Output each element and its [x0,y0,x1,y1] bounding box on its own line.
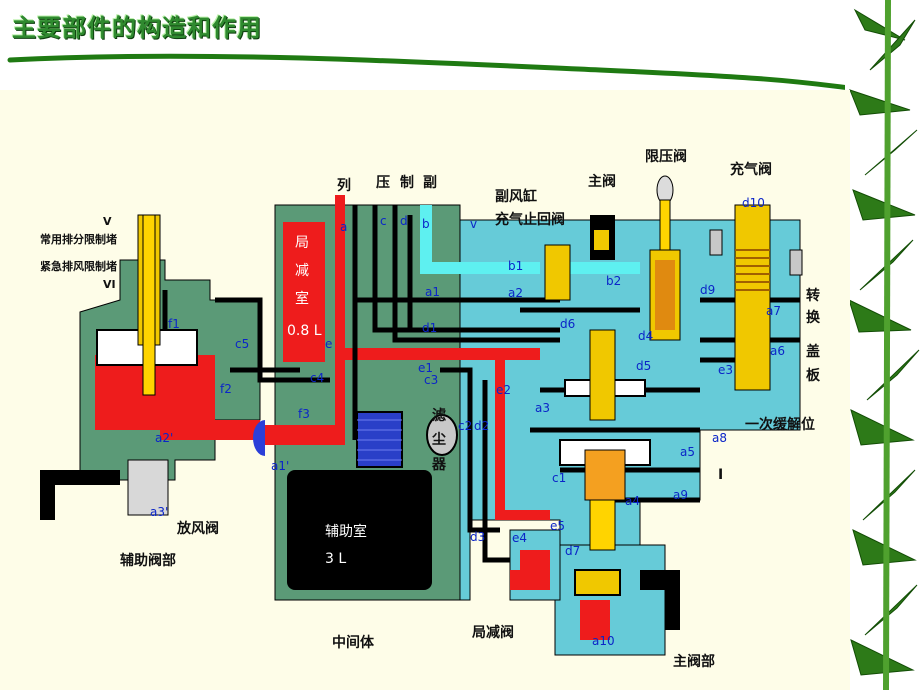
label-lv: 滤 [432,407,446,424]
port-a7: a7 [766,304,781,318]
label-charging-check-valve: 充气止回阀 [495,211,565,228]
port-a3: a3 [535,401,550,415]
local-reduction-chamber [283,222,325,362]
auxiliary-valve-red [95,355,260,440]
label-middle-body: 中间体 [332,634,375,651]
label-main-valve-top: 主阀 [588,173,616,190]
port-c5: c5 [235,337,249,351]
label-pressure-limiting-valve: 限压阀 [645,148,687,165]
port-a9: a9 [673,488,688,502]
diagram-area: 列 压 制 副 副风缸 充气止回阀 主阀 限压阀 充气阀 常用排分限制堵 紧急排… [0,90,850,690]
port-a6: a6 [770,344,785,358]
port-d4: d4 [638,329,653,343]
port-e3: e3 [718,363,733,377]
label-zhi: 制 [400,174,414,191]
label-local-reduction-valve: 局减阀 [472,624,514,641]
port-d3: d3 [470,530,485,544]
label-local-chamber-3: 室 [295,290,309,307]
train-pipe-passage [335,195,345,440]
port-e2: e2 [496,383,511,397]
label-first-release-position: 一次缓解位 [745,416,815,433]
vent-pipe [40,470,120,520]
port-d7: d7 [565,544,580,558]
port-c: c [380,214,387,228]
label-vi-mark: VI [103,278,116,291]
port-e4: e4 [512,531,527,545]
port-a3-prime: a3' [150,505,168,519]
port-c3: c3 [424,373,438,387]
label-v-mark: V [103,215,112,228]
charging-valve [734,204,771,391]
aux-reservoir-passage [420,205,540,274]
port-f3: f3 [298,407,310,421]
title-underline [7,53,853,91]
label-auxiliary-valve-section: 辅助阀部 [120,552,176,569]
label-auxiliary-chamber-volume: 3 L [325,551,346,567]
port-d1: d1 [422,321,437,335]
red-connect [260,425,345,445]
port-e: e [325,337,332,351]
port-b2: b2 [606,274,621,288]
port-a10: a10 [592,634,615,648]
train-pipe-horizontal [345,348,540,360]
label-main-valve-section: 主阀部 [673,653,715,670]
port-d10: d10 [742,196,765,210]
label-gai: 盖 [806,343,820,360]
label-local-chamber-1: 局 [295,235,309,251]
main-valve-lower-seat [574,569,621,596]
label-emergency-choke: 紧急排风限制堵 [40,259,117,273]
label-chen: 尘 [432,432,446,448]
label-service-choke: 常用排分限制堵 [40,232,117,246]
port-b1: b1 [508,259,523,273]
label-aux-reservoir: 副风缸 [495,188,537,205]
main-stem [589,329,616,421]
port-f1: f1 [168,317,180,331]
label-roman-one: I [718,467,723,483]
port-a2-prime: a2' [155,431,173,445]
port-b: b [422,217,430,231]
red-branch-e4 [495,360,550,520]
port-a8: a8 [712,431,727,445]
label-vent-valve: 放风阀 [176,520,219,537]
port-a1: a1 [425,285,440,299]
port-c1: c1 [552,471,566,485]
label-qi: 器 [431,457,447,473]
charging-check-valve [544,244,571,301]
local-reduction-valve-core [520,550,550,590]
label-local-chamber-volume: 0.8 L [287,323,322,339]
port-f2: f2 [220,382,232,396]
auxiliary-chamber [287,470,432,590]
port-c4: c4 [310,371,324,385]
port-d9: d9 [700,283,715,297]
port-d: d [400,214,408,228]
port-d6: d6 [560,317,575,331]
label-auxiliary-chamber: 辅助室 [325,523,367,540]
port-a1-prime: a1' [271,459,289,473]
label-ban: 板 [806,367,821,384]
slide-title: 主要部件的构造和作用 [12,14,262,42]
label-charging-valve: 充气阀 [730,161,772,178]
label-zhuan: 转 [806,287,820,304]
port-e5: e5 [550,519,565,533]
label-local-chamber-2: 减 [295,263,309,279]
port-d2: d2 [474,419,489,433]
port-a4: a4 [625,494,640,508]
port-a: a [340,220,347,234]
port-v: v [470,217,477,231]
label-fu: 副 [423,175,437,191]
label-lie: 列 [337,177,351,194]
bamboo-decoration [845,0,920,690]
port-d5: d5 [636,359,651,373]
vent-valve-cap [127,459,169,516]
label-huan: 换 [806,309,821,326]
dust-filter-plug [426,414,458,456]
port-a5: a5 [680,445,695,459]
port-e1: e1 [418,361,433,375]
port-c2: c2 [458,419,472,433]
label-ya: 压 [376,175,390,191]
valve-schematic: 列 压 制 副 副风缸 充气止回阀 主阀 限压阀 充气阀 常用排分限制堵 紧急排… [40,148,821,670]
port-a2: a2 [508,286,523,300]
